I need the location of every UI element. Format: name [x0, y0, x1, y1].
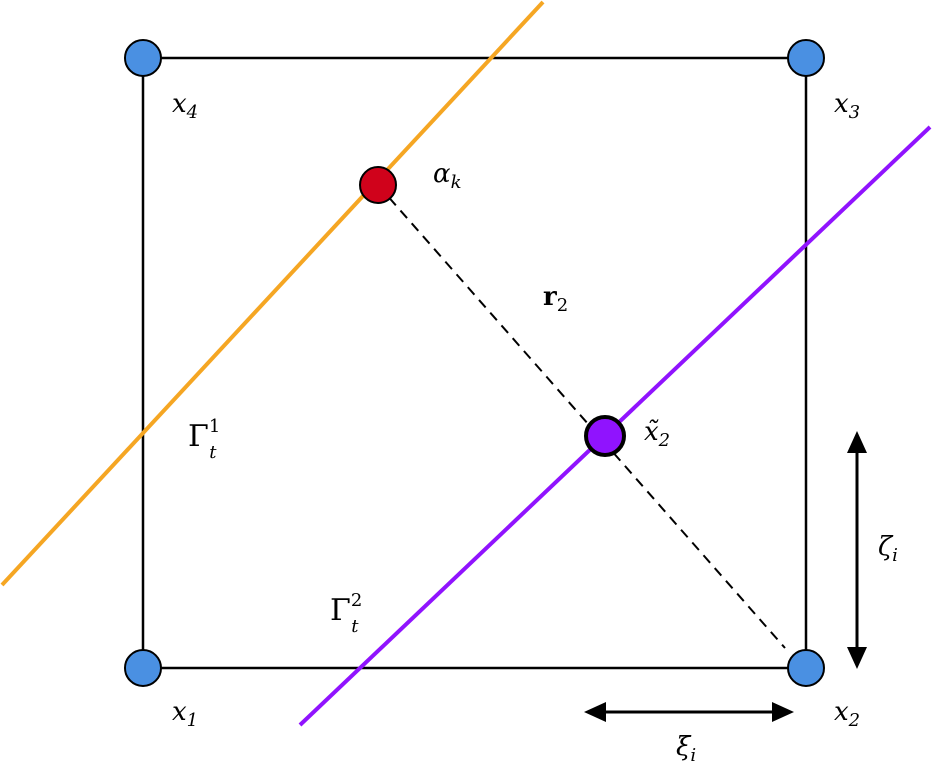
vertex-x1	[124, 649, 162, 687]
label-x1: x1	[172, 697, 198, 731]
label-xi: ξi	[676, 732, 696, 766]
zeta-arrow-top-head	[847, 431, 867, 453]
label-x2: x2	[834, 697, 860, 731]
label-x-tilde: x̃2	[644, 417, 670, 451]
vertex-x2	[787, 649, 825, 687]
square-element	[141, 56, 808, 670]
vertex-x3	[787, 39, 825, 77]
label-r2: r2	[543, 282, 568, 316]
vertex-x4	[124, 39, 162, 77]
alpha-point	[359, 166, 397, 204]
xi-arrow-right-head	[772, 702, 794, 722]
label-zeta: ζi	[878, 532, 898, 566]
label-alpha: αk	[433, 159, 461, 193]
interface-line-gamma1	[0, 0, 545, 587]
label-x4: x4	[172, 89, 198, 123]
x-tilde-point	[584, 415, 626, 457]
residual-dashed-line	[377, 184, 786, 649]
label-x3: x3	[834, 89, 860, 123]
xi-arrow-left-head	[584, 702, 606, 722]
zeta-arrow-bottom-head	[847, 647, 867, 669]
